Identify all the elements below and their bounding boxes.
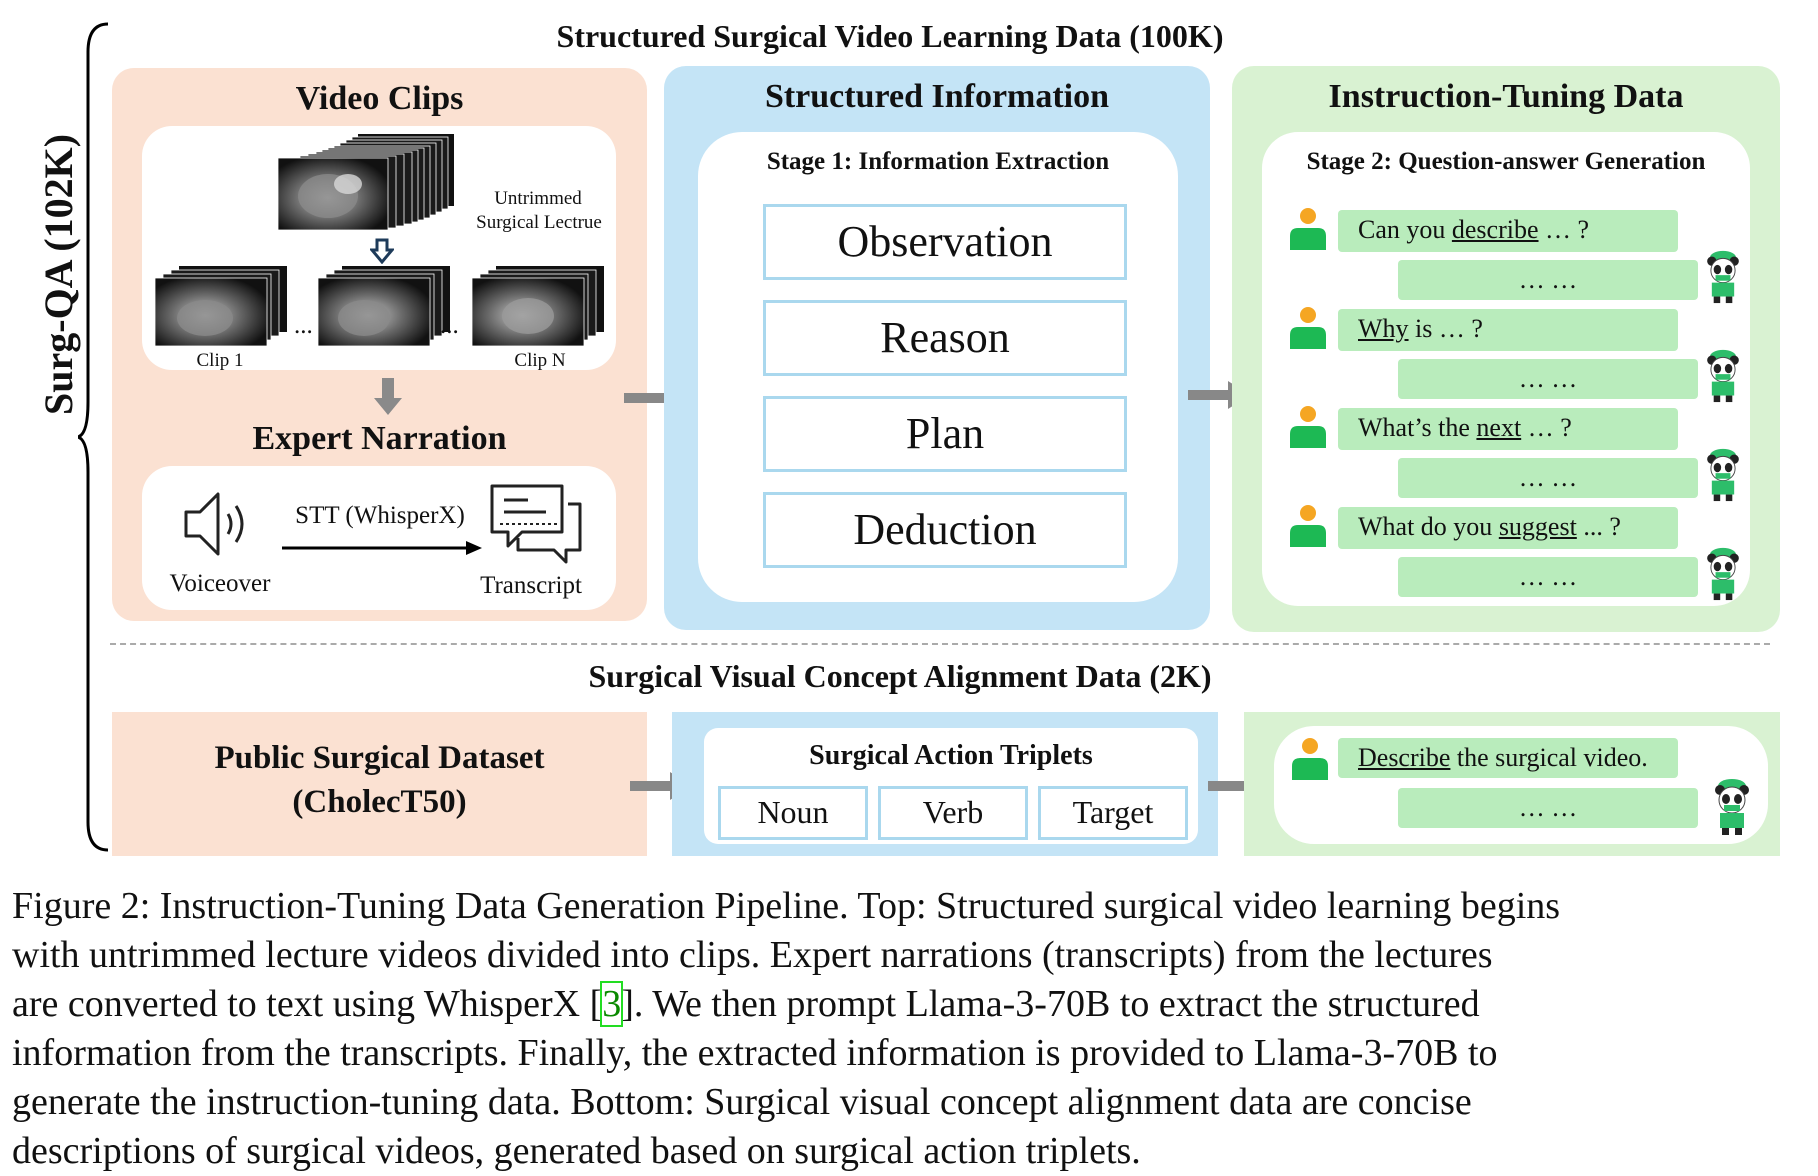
caption-line-3a: are converted to text using WhisperX [ bbox=[12, 983, 603, 1025]
alignment-question-rest: the surgical video. bbox=[1450, 743, 1648, 772]
question-suffix: ... ? bbox=[1576, 512, 1621, 541]
transcript-label: Transcript bbox=[480, 572, 582, 599]
alignment-question-keyword: Describe bbox=[1358, 743, 1451, 772]
question-keyword: describe bbox=[1451, 215, 1539, 244]
answer-bubble: … … bbox=[1398, 260, 1698, 300]
panda-doctor-icon bbox=[1715, 779, 1749, 835]
top-section-title: Structured Surgical Video Learning Data … bbox=[556, 18, 1224, 54]
question-keyword: next bbox=[1476, 413, 1522, 442]
user-icon bbox=[1290, 307, 1326, 349]
alignment-answer-bubble: … … bbox=[1398, 788, 1698, 828]
expert-narration-inner bbox=[142, 466, 616, 610]
question-prefix: Can you bbox=[1358, 215, 1452, 244]
caption-line-6: descriptions of surgical videos, generat… bbox=[12, 1130, 1141, 1172]
caption-line-3b: ]. We then prompt Llama-3-70B to extract… bbox=[621, 983, 1480, 1025]
public-dataset-line1: Public Surgical Dataset bbox=[214, 740, 545, 776]
panda-doctor-icon bbox=[1707, 547, 1739, 601]
question-keyword: Why bbox=[1358, 314, 1409, 343]
question-bubble: Why is … ? bbox=[1338, 309, 1678, 351]
untrimmed-video-stack bbox=[278, 134, 454, 230]
stt-label: STT (WhisperX) bbox=[295, 502, 465, 529]
clip-n-label: Clip N bbox=[514, 350, 566, 371]
user-icon bbox=[1290, 406, 1326, 448]
answer-bubble: … … bbox=[1398, 458, 1698, 498]
info-box-observation: Observation bbox=[763, 204, 1127, 280]
alignment-question-bubble: Describe the surgical video. bbox=[1338, 738, 1678, 778]
transcript-icon bbox=[490, 484, 582, 564]
clip-ellipsis-1: ... bbox=[294, 312, 313, 339]
info-box-reason: Reason bbox=[763, 300, 1127, 376]
clip-middle-stack bbox=[318, 266, 450, 347]
question-prefix: What’s the bbox=[1358, 413, 1477, 442]
citation-link[interactable]: 3 bbox=[600, 981, 624, 1027]
caption-line-2: with untrimmed lecture videos divided in… bbox=[12, 934, 1493, 976]
user-icon bbox=[1290, 208, 1326, 250]
speaker-icon bbox=[184, 492, 244, 556]
clip-n-stack bbox=[472, 266, 604, 347]
public-dataset-panel bbox=[112, 712, 647, 856]
question-prefix: What do you bbox=[1358, 512, 1499, 541]
structured-info-title: Structured Information bbox=[764, 78, 1110, 115]
stage2-title: Stage 2: Question-answer Generation bbox=[1306, 148, 1706, 175]
caption-line-3: are converted to text using WhisperX [3]… bbox=[12, 980, 1802, 1029]
figure-caption: Figure 2: Instruction-Tuning Data Genera… bbox=[12, 882, 1802, 1176]
side-label: Surg-QA (102K) bbox=[36, 133, 81, 415]
voiceover-label: Voiceover bbox=[169, 570, 271, 597]
left-curly-brace bbox=[78, 22, 109, 852]
triplets-title: Surgical Action Triplets bbox=[809, 740, 1093, 771]
bottom-section-title: Surgical Visual Concept Alignment Data (… bbox=[588, 658, 1212, 694]
answer-bubble: … … bbox=[1398, 557, 1698, 597]
narration-down-arrow-icon bbox=[374, 378, 402, 415]
question-suffix: … ? bbox=[1521, 413, 1572, 442]
clip-ellipsis-2: ... bbox=[440, 312, 459, 339]
public-dataset-line2: (CholecT50) bbox=[292, 784, 467, 820]
video-clips-title: Video Clips bbox=[295, 80, 464, 117]
caption-line-4: information from the transcripts. Finall… bbox=[12, 1032, 1498, 1074]
info-box-plan: Plan bbox=[763, 396, 1127, 472]
triplet-target: Target bbox=[1038, 786, 1188, 840]
clip-1-stack bbox=[155, 266, 287, 347]
answer-bubble: … … bbox=[1398, 359, 1698, 399]
panda-doctor-icon bbox=[1707, 448, 1739, 502]
stt-arrow-icon bbox=[282, 541, 482, 555]
instruction-tuning-title: Instruction-Tuning Data bbox=[1328, 78, 1684, 115]
caption-line-1: Figure 2: Instruction-Tuning Data Genera… bbox=[12, 885, 1561, 927]
question-suffix: … ? bbox=[1538, 215, 1590, 244]
caption-line-5: generate the instruction-tuning data. Bo… bbox=[12, 1081, 1472, 1123]
question-keyword: suggest bbox=[1498, 512, 1577, 541]
triplet-verb: Verb bbox=[878, 786, 1028, 840]
split-down-arrow-icon bbox=[370, 238, 394, 264]
question-suffix: is … ? bbox=[1408, 314, 1483, 343]
untrimmed-label-line2: Surgical Lectrue bbox=[476, 212, 602, 233]
clip-1-label: Clip 1 bbox=[196, 350, 244, 371]
user-icon bbox=[1292, 738, 1328, 780]
panda-doctor-icon bbox=[1707, 349, 1739, 403]
question-bubble: What do you suggest ... ? bbox=[1338, 507, 1678, 549]
untrimmed-label-line1: Untrimmed bbox=[494, 188, 582, 209]
section-divider bbox=[110, 643, 1770, 645]
panda-doctor-icon bbox=[1707, 250, 1739, 304]
question-bubble: Can you describe … ? bbox=[1338, 210, 1678, 252]
question-bubble: What’s the next … ? bbox=[1338, 408, 1678, 450]
expert-narration-title: Expert Narration bbox=[252, 420, 507, 457]
info-box-deduction: Deduction bbox=[763, 492, 1127, 568]
stage1-title: Stage 1: Information Extraction bbox=[766, 148, 1110, 175]
user-icon bbox=[1290, 505, 1326, 547]
triplet-noun: Noun bbox=[718, 786, 868, 840]
